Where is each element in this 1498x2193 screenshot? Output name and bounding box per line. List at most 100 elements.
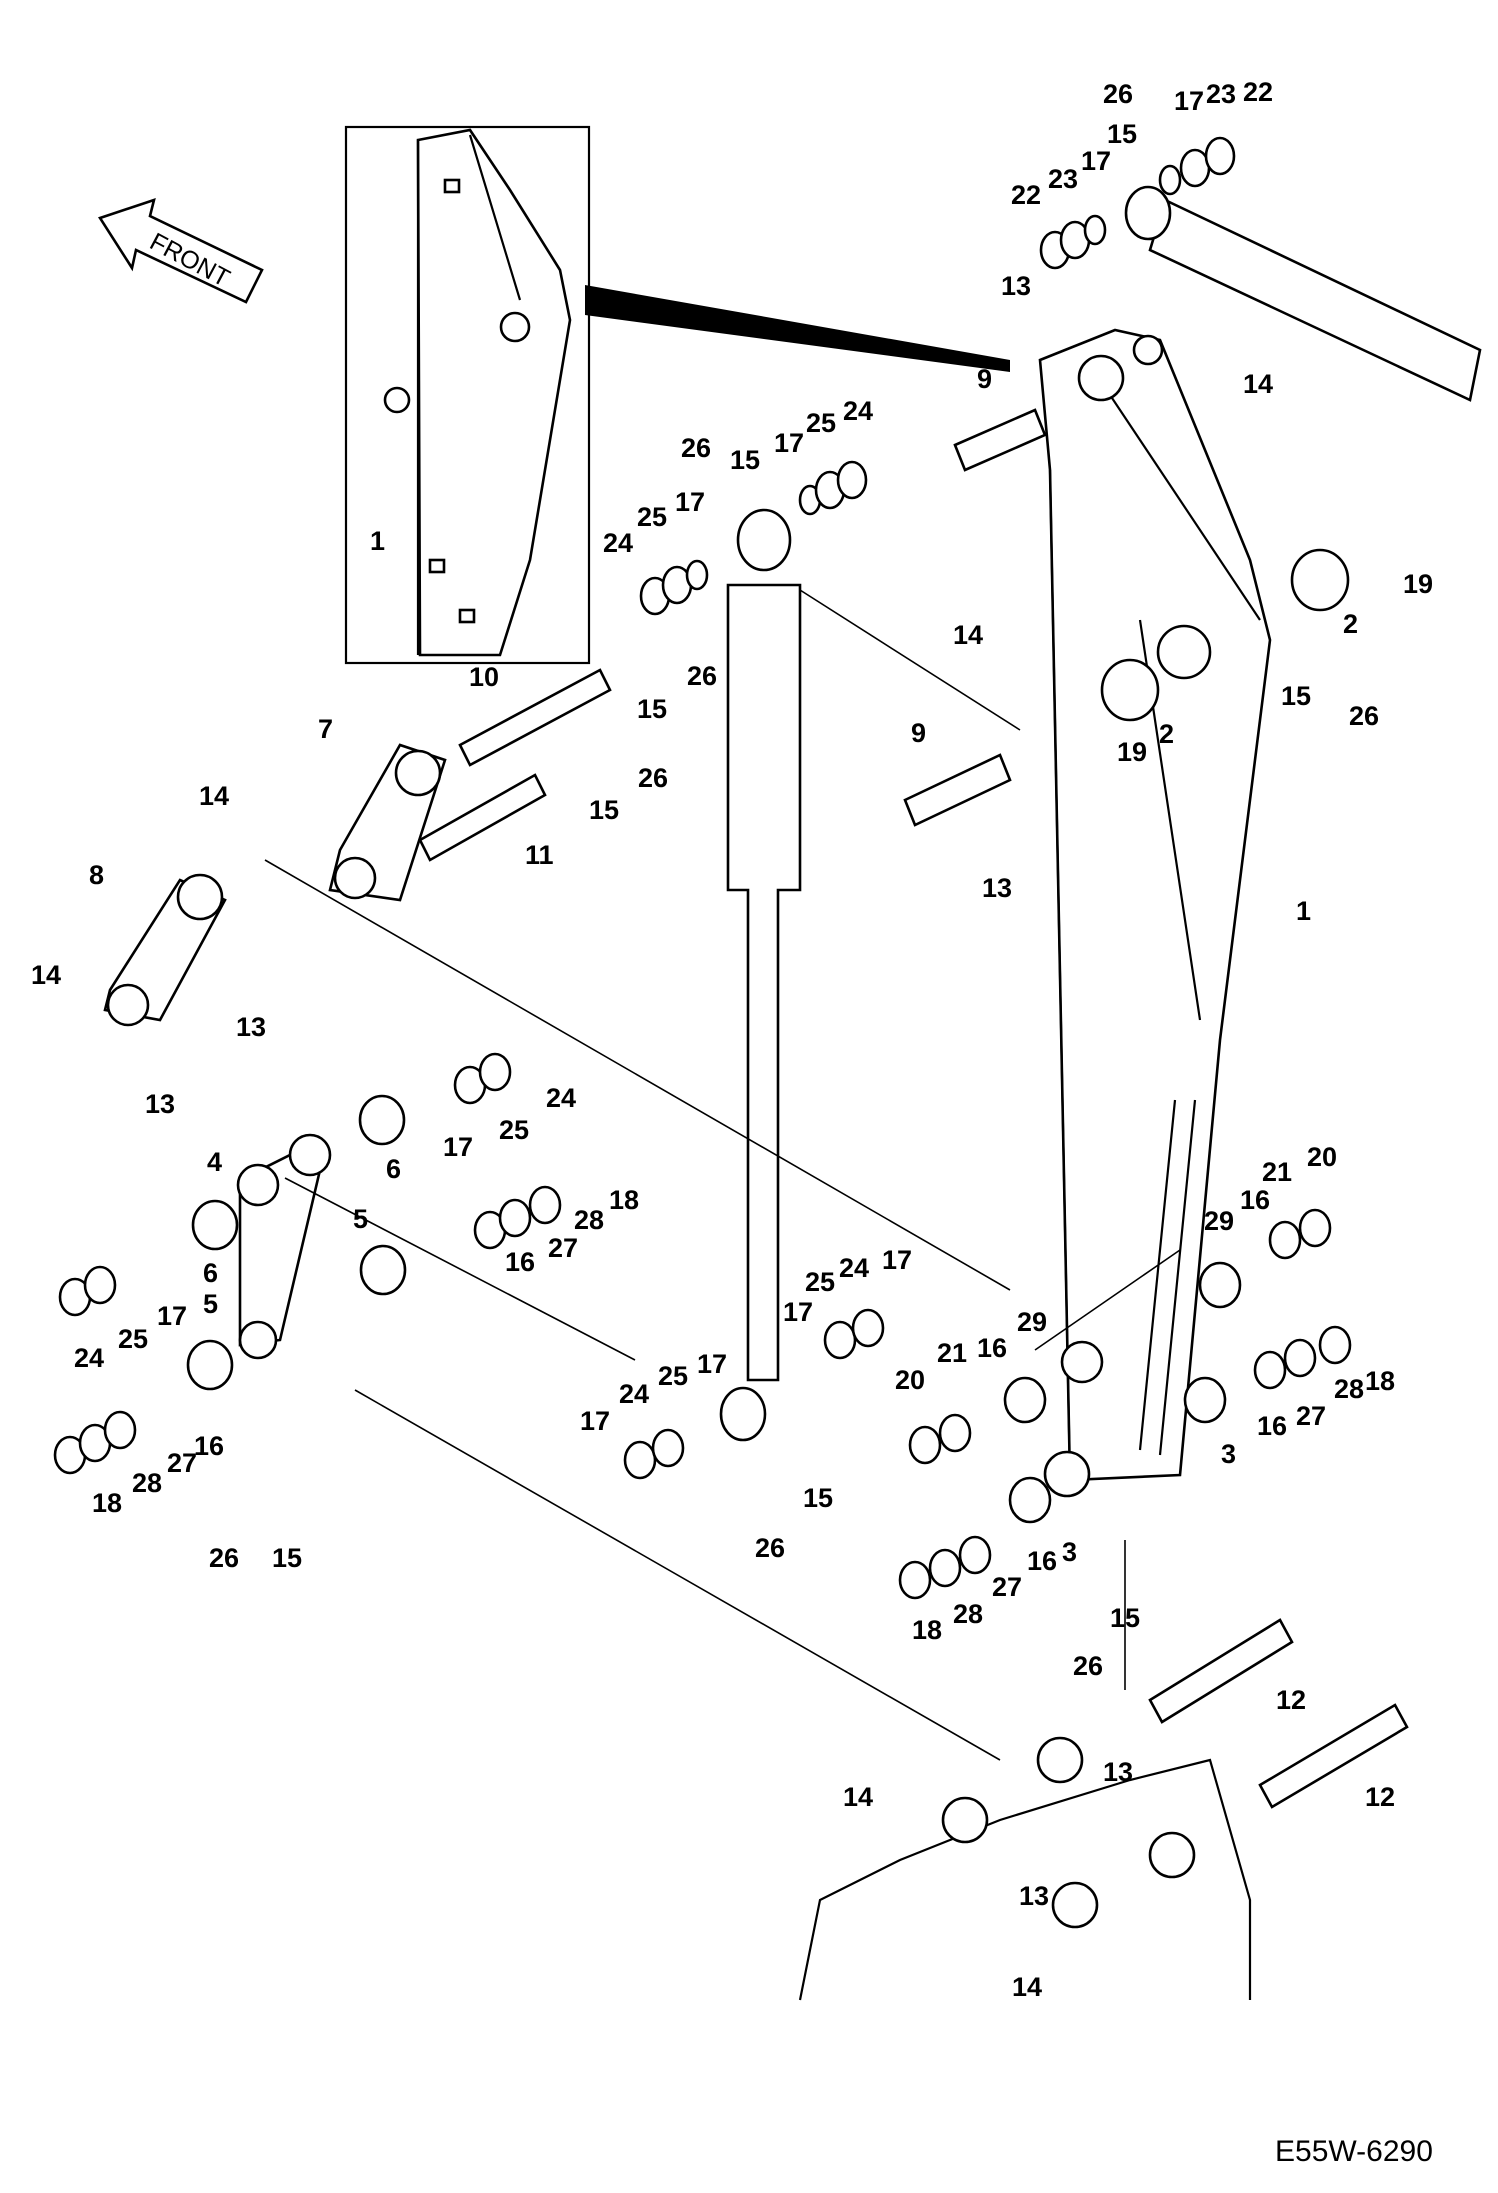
callout-c-16-l2: 16 [194, 1431, 224, 1461]
callout-c-25-m1: 25 [805, 1267, 835, 1297]
callout-c-16-m: 16 [977, 1333, 1007, 1363]
callout-c-21-b: 21 [937, 1338, 967, 1368]
callout-c-16-r1: 16 [1240, 1185, 1270, 1215]
callout-c-14-b2: 14 [1012, 1972, 1042, 2002]
callout-c-1-inset: 1 [370, 526, 385, 556]
callout-c-25-u2: 25 [637, 502, 667, 532]
inset-detail [344, 125, 1010, 665]
callout-c-29-a: 29 [1204, 1206, 1234, 1236]
callout-c-15-pin11: 15 [589, 795, 619, 825]
callout-c-15-pin10: 15 [637, 694, 667, 724]
assembly-lines [264, 589, 1181, 1761]
figure-code: E55W-6290 [1275, 2135, 1433, 2168]
callout-c-4: 4 [207, 1147, 222, 1177]
callout-c-14-b1: 14 [843, 1782, 873, 1812]
callout-c-14-l1: 14 [199, 781, 229, 811]
callout-c-13-l2: 13 [145, 1089, 175, 1119]
callout-c-1-main: 1 [1296, 896, 1311, 926]
callout-c-9-b: 9 [911, 718, 926, 748]
link-8 [103, 873, 227, 1027]
callout-c-14-mid: 14 [953, 620, 983, 650]
callout-c-14-l2: 14 [31, 960, 61, 990]
callout-c-16-l1: 16 [505, 1247, 535, 1277]
callout-c-17-m2: 17 [783, 1297, 813, 1327]
callout-c-22-b: 22 [1011, 180, 1041, 210]
front-arrow: FRONT [98, 198, 264, 304]
callout-c-5-a: 5 [353, 1204, 368, 1234]
callout-c-13-b1: 13 [1103, 1757, 1133, 1787]
callout-c-17-l2: 17 [157, 1301, 187, 1331]
link-7 [328, 743, 447, 902]
callout-c-17-l1: 17 [443, 1132, 473, 1162]
callout-c-26-pin11: 26 [638, 763, 668, 793]
callout-c-17-m4: 17 [580, 1406, 610, 1436]
callout-c-24-u2: 24 [603, 528, 633, 558]
pin-9-mid [903, 753, 1012, 827]
callout-c-23-b: 23 [1048, 164, 1078, 194]
arm-cylinder [719, 508, 802, 1442]
callout-c-16-b: 16 [1027, 1546, 1057, 1576]
callout-c-15-r: 15 [1281, 681, 1311, 711]
callout-c-12-b: 12 [1365, 1782, 1395, 1812]
callout-c-18-l1: 18 [609, 1185, 639, 1215]
callout-c-8: 8 [89, 860, 104, 890]
callout-c-26-upcyl: 26 [681, 433, 711, 463]
callout-c-26-lowcyl: 26 [755, 1533, 785, 1563]
callout-c-27-b: 27 [992, 1572, 1022, 1602]
pin-12-a [1148, 1618, 1294, 1724]
callout-c-28-r: 28 [1334, 1374, 1364, 1404]
callout-c-24-l2: 24 [74, 1343, 104, 1373]
callout-c-13-l1: 13 [236, 1012, 266, 1042]
callout-c-20-b: 20 [895, 1365, 925, 1395]
callout-c-15-link: 15 [272, 1543, 302, 1573]
washer-stacks [53, 136, 1352, 1600]
callout-c-17-top2: 17 [1081, 146, 1111, 176]
callout-c-2-a: 2 [1343, 609, 1358, 639]
callout-c-24-l1: 24 [546, 1083, 576, 1113]
callout-c-26-link: 26 [209, 1543, 239, 1573]
callout-c-24-u1: 24 [843, 396, 873, 426]
callout-labels: 1122334556678991011121213131313131314141… [31, 77, 1433, 2002]
callout-c-24-m2: 24 [619, 1379, 649, 1409]
callout-c-13-mid: 13 [982, 873, 1012, 903]
callout-c-15-boom: 15 [1110, 1603, 1140, 1633]
callout-c-28-l2: 28 [132, 1468, 162, 1498]
callout-c-29-b: 29 [1017, 1307, 1047, 1337]
callout-c-27-l2: 27 [167, 1448, 197, 1478]
callout-c-18-l2: 18 [92, 1488, 122, 1518]
callout-c-11: 11 [525, 840, 554, 870]
callout-c-26-top: 26 [1103, 79, 1133, 109]
callout-c-15-lowcyl: 15 [803, 1483, 833, 1513]
callout-c-17-m3: 17 [697, 1349, 727, 1379]
callout-c-18-r: 18 [1365, 1366, 1395, 1396]
callout-c-21-a: 21 [1262, 1157, 1292, 1187]
callout-c-25-l1: 25 [499, 1115, 529, 1145]
boom-main [1038, 328, 1272, 1498]
callout-c-26-boom: 26 [1073, 1651, 1103, 1681]
callout-c-28-l1: 28 [574, 1205, 604, 1235]
callout-c-25-u1: 25 [806, 408, 836, 438]
callout-c-13-b2: 13 [1019, 1881, 1049, 1911]
callout-c-10: 10 [469, 662, 499, 692]
callout-c-26-r: 26 [1349, 701, 1379, 731]
callout-c-27-l1: 27 [548, 1233, 578, 1263]
pin-12-b [1258, 1703, 1409, 1809]
callout-c-17-u1: 17 [774, 428, 804, 458]
callout-c-23-a: 23 [1206, 79, 1236, 109]
pin-9-top [953, 408, 1047, 472]
callout-c-24-m1: 24 [839, 1253, 869, 1283]
callout-c-22-a: 22 [1243, 77, 1273, 107]
callout-c-7: 7 [318, 714, 333, 744]
bucket [798, 1736, 1252, 2001]
callout-c-20-a: 20 [1307, 1142, 1337, 1172]
callout-c-2-b: 2 [1159, 719, 1174, 749]
pin-10 [458, 668, 612, 767]
callout-c-19-a: 19 [1403, 569, 1433, 599]
callout-c-5-b: 5 [203, 1289, 218, 1319]
callout-c-3-b: 3 [1062, 1537, 1077, 1567]
callout-c-14-top: 14 [1243, 369, 1273, 399]
callout-c-18-b: 18 [912, 1615, 942, 1645]
callout-c-15-top: 15 [1107, 119, 1137, 149]
callout-c-27-r: 27 [1296, 1401, 1326, 1431]
callout-c-15-upcyl: 15 [730, 445, 760, 475]
